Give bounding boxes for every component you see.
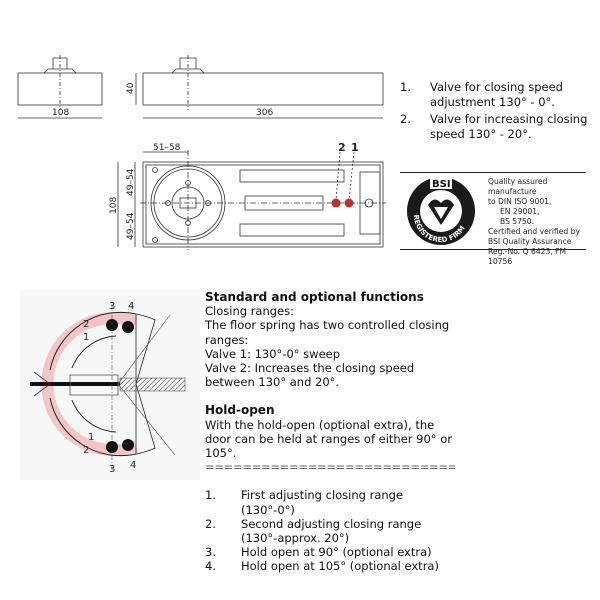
item-text: Second adjusting closing range (130°-app… (241, 516, 422, 546)
item-number: 1. (205, 488, 216, 503)
valve-item: 1. Valve for closing speed adjustment 130… (400, 80, 590, 110)
label-1: 1 (83, 332, 89, 343)
paragraph: With the hold-open (optional extra), the… (205, 417, 452, 461)
label-2: 2 (83, 445, 89, 456)
list-item: 4. Hold open at 105° (optional extra) (205, 559, 455, 573)
valve-1-marker (344, 198, 354, 208)
valve-label-1: 1 (351, 141, 359, 154)
closing-range-diagram: 2 1 3 4 1 2 3 4 (20, 290, 200, 480)
bsi-text: Quality assured manufacture to DIN ISO 9… (488, 177, 586, 267)
list-item: 2. Second adjusting closing range (130°-a… (205, 517, 455, 545)
hold-90-bottom (106, 441, 118, 453)
dim-height: 40 (126, 82, 136, 94)
item-number: 2. (400, 112, 411, 126)
dim-half-top: 49–54 (126, 168, 136, 196)
hold-open-heading: Hold-open (205, 403, 275, 418)
label-3: 3 (109, 301, 115, 312)
label-3: 3 (109, 464, 115, 475)
label-4: 4 (128, 301, 134, 312)
bsi-line: to DIN ISO 9001, (488, 197, 552, 206)
item-text: Valve for closing speed adjustment 130° … (430, 80, 563, 109)
hold-105-bottom (122, 439, 134, 451)
valve-list: 1. Valve for closing speed adjustment 130… (400, 80, 590, 142)
bsi-line: EN 29001, (500, 207, 540, 216)
bsi-certification: BSI REGISTERED FIRM Quality assured manu… (400, 172, 586, 266)
label-2: 2 (83, 319, 89, 330)
svg-text:BSI: BSI (432, 179, 451, 190)
item-number: 3. (205, 545, 216, 560)
functions-section: Standard and optional functions Closing … (205, 290, 455, 574)
dim-plan-width: 108 (109, 197, 119, 214)
item-number: 4. (205, 559, 216, 574)
valve-item: 2. Valve for increasing closing speed 130… (400, 112, 590, 142)
bsi-line: Reg.-No. Q 6423, FM 10756 (488, 247, 567, 266)
side-view-body (142, 72, 384, 106)
paragraph: Closing ranges: (205, 304, 294, 319)
separator: ============================== (205, 460, 455, 475)
hold-105-top (122, 321, 134, 333)
technical-drawing: 108 40 306 51–58 108 49–54 49–54 2 1 (17, 55, 386, 250)
bsi-line: BS 5750. (500, 217, 535, 226)
valve-2-marker (331, 198, 341, 208)
item-text: First adjusting closing range (130°-0°) (241, 488, 404, 517)
bsi-logo: BSI REGISTERED FIRM (407, 177, 475, 245)
item-text: Hold open at 90° (optional extra) (241, 545, 432, 560)
list-item: 3. Hold open at 90° (optional extra) (205, 545, 455, 559)
list-item: 1. First adjusting closing range (130°-0°… (205, 488, 455, 516)
function-list: 1. First adjusting closing range (130°-0°… (205, 488, 455, 573)
dim-half-bottom: 49–54 (126, 212, 136, 240)
label-4: 4 (130, 460, 136, 471)
item-text: Valve for increasing closing speed 130° … (430, 112, 588, 141)
functions-heading: Standard and optional functions (205, 290, 424, 304)
paragraph: Valve 2: Increases the closing speed bet… (205, 361, 415, 390)
paragraph: Valve 1: 130°-0° sweep (205, 346, 341, 361)
bsi-line: BSI Quality Assurance (488, 237, 572, 246)
label-1: 1 (88, 432, 94, 443)
bsi-line: Quality assured manufacture (488, 177, 548, 196)
bsi-line: Certified and verified by (488, 227, 580, 236)
plan-view-body (142, 161, 384, 248)
hold-90-top (106, 319, 118, 331)
dim-offset: 51–58 (153, 143, 181, 153)
dim-length: 306 (256, 108, 273, 118)
item-number: 2. (205, 516, 216, 531)
valve-label-2: 2 (338, 141, 346, 154)
item-number: 1. (400, 80, 411, 94)
paragraph: The floor spring has two controlled clos… (205, 318, 450, 347)
item-text: Hold open at 105° (optional extra) (241, 559, 439, 574)
dim-width: 108 (52, 108, 69, 118)
